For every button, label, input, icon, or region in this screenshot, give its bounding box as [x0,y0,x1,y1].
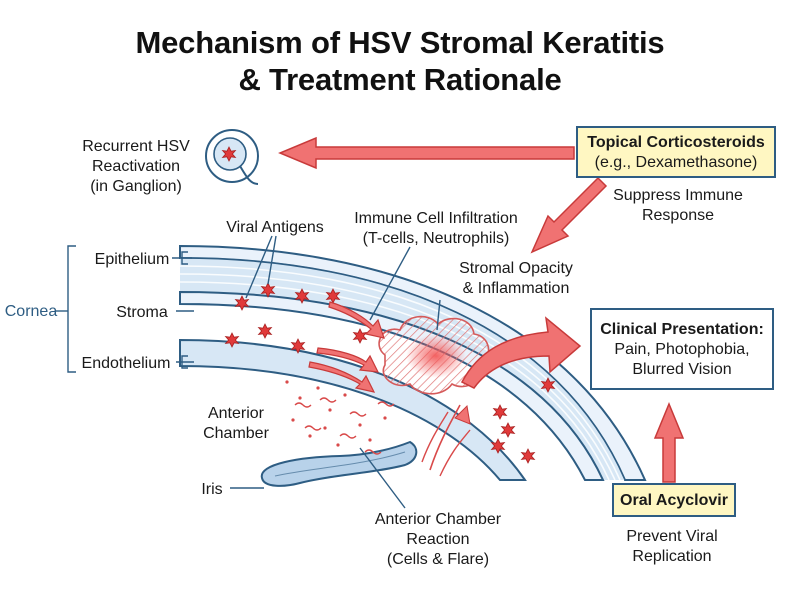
ganglion-icon [205,129,259,185]
posterior-cornea-band [179,338,527,481]
anterior-chamber-label-2: Chamber [203,425,269,442]
viral-antigens-label: Viral Antigens [226,219,324,236]
reaction-label-2: Reaction [406,531,469,548]
anterior-chamber-cells [285,380,387,447]
acyclovir-to-clinical-arrow [653,402,685,483]
anterior-chamber-label-1: Anterior [208,405,265,422]
cornea-label: Cornea [5,303,58,320]
clinical-line-1: Pain, Photophobia, [614,341,750,358]
recurrent-label-2: Reactivation [92,158,180,175]
steroids-example: (e.g., Dexamethasone) [594,154,758,171]
title-line-2: & Treatment Rationale [238,62,562,97]
suppress-label-1: Suppress Immune [613,187,743,204]
page-title: Mechanism of HSV Stromal Keratitis & Tre… [0,24,800,98]
iris-label: Iris [201,481,222,498]
prevent-label-1: Prevent Viral [626,528,717,545]
prevent-label-2: Replication [632,548,711,565]
suppress-label-2: Response [642,207,714,224]
diagram-labels: Recurrent HSV Reactivation (in Ganglion)… [5,138,743,568]
immune-label-2: (T-cells, Neutrophils) [363,230,510,247]
stromal-inflammation-area [378,315,490,395]
to-clinical-presentation-arrow [460,316,582,389]
iris-shape [260,440,418,487]
immune-label-1: Immune Cell Infiltration [354,210,518,227]
clinical-presentation-box: Clinical Presentation: Pain, Photophobia… [590,308,774,390]
clinical-line-2: Blurred Vision [632,361,732,378]
stromal-label-2: & Inflammation [463,280,570,297]
reaction-label-3: (Cells & Flare) [387,551,489,568]
steroids-to-stroma-arrow [530,176,608,254]
endothelium-label: Endothelium [82,355,171,372]
leader-lines [56,235,441,509]
epithelium-label: Epithelium [95,251,170,268]
stromal-label-1: Stromal Opacity [459,260,573,277]
recurrent-label-1: Recurrent HSV [82,138,190,155]
title-line-1: Mechanism of HSV Stromal Keratitis [135,25,665,60]
anterior-chamber-inflammation-arrows [421,404,471,477]
oral-acyclovir-box: Oral Acyclovir [612,483,736,517]
recurrent-label-3: (in Ganglion) [90,178,182,195]
steroids-to-ganglion-arrow [278,136,575,170]
stroma-label: Stroma [116,304,168,321]
clinical-title: Clinical Presentation: [600,321,764,338]
immune-infiltration-arrows [308,301,385,393]
anterior-chamber-flare [294,397,395,455]
reaction-label-1: Anterior Chamber [375,511,502,528]
steroids-title: Topical Corticosteroids [587,134,765,151]
acyclovir-title: Oral Acyclovir [620,492,728,509]
topical-corticosteroids-box: Topical Corticosteroids (e.g., Dexametha… [576,126,776,178]
